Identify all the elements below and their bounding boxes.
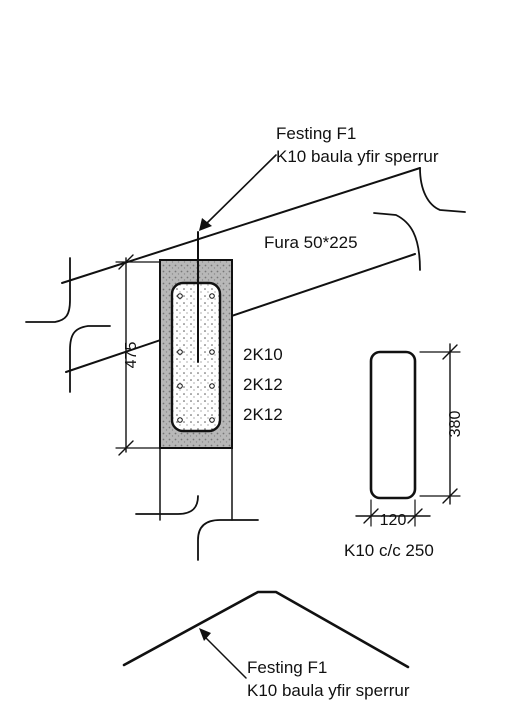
rafter-break-symbol-right — [373, 167, 466, 271]
rebar-dot — [177, 293, 183, 299]
beam-stirrup — [170, 281, 222, 433]
rebar-dot — [209, 349, 215, 355]
rebar-dot — [177, 383, 183, 389]
stirrup-width-dimension: 120 — [355, 499, 431, 529]
rebar-dot — [209, 383, 215, 389]
rafter: Fura 50*225 — [25, 167, 466, 393]
reinforcement-label-3: 2K12 — [243, 405, 283, 424]
beam-height-dimension: 475 — [115, 254, 161, 456]
dimension-tick-bottom — [442, 488, 458, 504]
dimension-tick-top — [442, 344, 458, 360]
reinforcement-label-1: 2K10 — [243, 345, 283, 364]
reinforcement-label-2: 2K12 — [243, 375, 283, 394]
bent-bar-leader-line — [203, 635, 247, 679]
stirrup-width-label: 120 — [380, 512, 407, 529]
dimension-tick-left — [363, 508, 379, 524]
rafter-break-symbol-left — [25, 257, 111, 393]
stirrup-height-label: 380 — [447, 411, 464, 438]
rebar-dot — [177, 417, 183, 423]
concrete-beam — [135, 231, 259, 561]
bent-bar-arrowhead — [199, 628, 211, 641]
bottom-callout-line1: Festing F1 — [247, 658, 327, 677]
bent-bar-detail: Festing F1 K10 baula yfir sperrur — [122, 590, 410, 700]
dimension-tick-top — [118, 254, 134, 270]
rebar-bars — [177, 293, 215, 423]
rebar-dot — [209, 417, 215, 423]
stirrup-spec-label: K10 c/c 250 — [344, 541, 434, 560]
stirrup-shape — [369, 350, 417, 500]
top-callout: Festing F1 K10 baula yfir sperrur — [199, 124, 439, 231]
reinforcement-labels: 2K10 2K12 2K12 — [243, 345, 283, 424]
rafter-top-edge — [61, 167, 421, 284]
rebar-dot — [177, 349, 183, 355]
wall-break-symbol — [135, 495, 259, 561]
rebar-dot — [209, 293, 215, 299]
beam-height-label: 475 — [123, 342, 140, 369]
stirrup-height-dimension: 380 — [419, 343, 464, 505]
rafter-bottom-edge — [65, 253, 416, 373]
callout-arrowhead — [199, 218, 212, 231]
stirrup-detail: 380 120 K10 c/c 250 — [344, 343, 464, 560]
dimension-tick-right — [407, 508, 423, 524]
bottom-callout-line2: K10 baula yfir sperrur — [247, 681, 410, 700]
rafter-label: Fura 50*225 — [264, 233, 358, 252]
callout-leader-line — [205, 154, 277, 225]
top-callout-line1: Festing F1 — [276, 124, 356, 143]
top-callout-line2: K10 baula yfir sperrur — [276, 147, 439, 166]
bent-bar-shape — [122, 590, 410, 669]
dimension-tick-bottom — [118, 440, 134, 456]
